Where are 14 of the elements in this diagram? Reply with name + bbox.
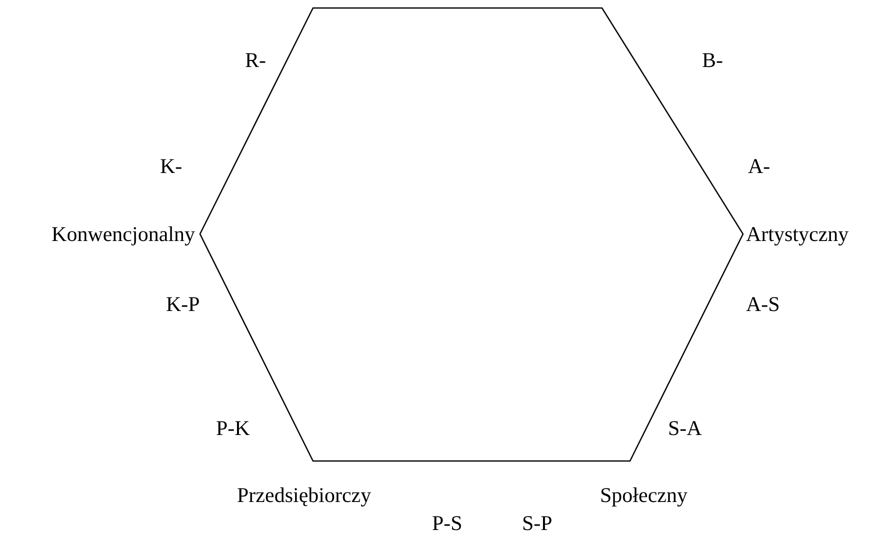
vertex-label: R-: [245, 50, 266, 71]
vertex-label: P-S: [432, 513, 462, 534]
vertex-label: Artystyczny: [746, 224, 849, 245]
vertex-label: S-A: [668, 418, 702, 439]
vertex-label: Społeczny: [600, 485, 688, 506]
vertex-label: K-: [160, 156, 182, 177]
vertex-label: P-K: [216, 418, 250, 439]
vertex-label: A-: [748, 156, 770, 177]
vertex-label: S-P: [522, 513, 552, 534]
vertex-label: Przedsiębiorczy: [237, 485, 372, 506]
vertex-label: B-: [702, 50, 723, 71]
vertex-label: K-P: [166, 294, 200, 315]
vertex-label: A-S: [746, 294, 780, 315]
vertex-label: Konwencjonalny: [52, 224, 195, 245]
